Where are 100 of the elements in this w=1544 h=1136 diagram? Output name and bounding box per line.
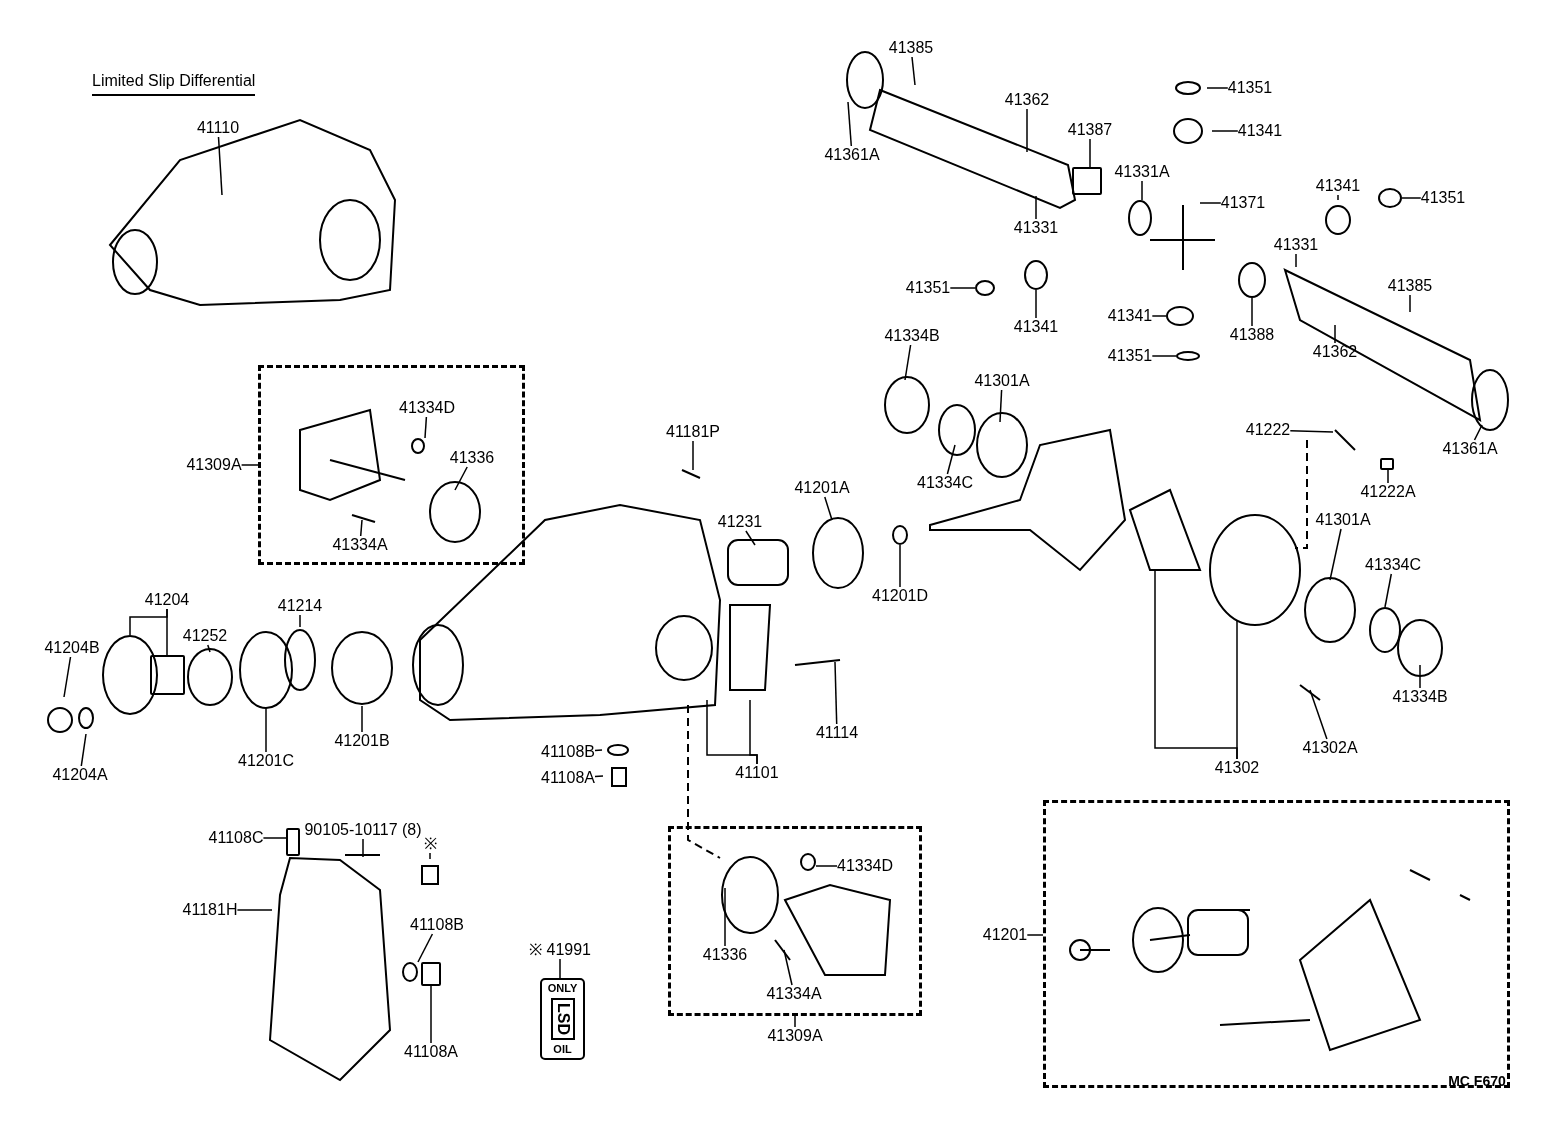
leader-line [1141, 180, 1143, 201]
leader-line [834, 661, 838, 725]
callout-number: 41334B [1392, 688, 1448, 706]
part-drawing [800, 853, 816, 871]
leader-line [1337, 194, 1339, 201]
leader-line [236, 909, 273, 911]
leader-line [794, 1015, 796, 1028]
leader-line [265, 707, 267, 753]
leader-line [911, 56, 916, 86]
callout-number: 41201B [334, 732, 390, 750]
bottle-label-text: LSD [550, 998, 575, 1040]
leader-line [1035, 195, 1037, 220]
callout-number: 90105-10117 (8) [304, 821, 422, 839]
callout-number: 41362 [1004, 91, 1050, 109]
leader-line [946, 444, 956, 475]
leader-line [1409, 294, 1411, 313]
part-drawing [411, 438, 425, 454]
callout-number: 41181H [182, 901, 238, 919]
leader-line [429, 852, 431, 860]
part-drawing [1238, 262, 1266, 298]
leader-line [1199, 202, 1222, 204]
callout-number: 41361A [824, 146, 880, 164]
leader-line [999, 389, 1003, 423]
callout-number: 41181P [666, 423, 720, 441]
callout-number: 41204B [44, 639, 100, 657]
leader-line [1089, 138, 1091, 168]
dashed-group-box [668, 826, 922, 1016]
callout-number: 41252 [182, 627, 228, 645]
leader-line [749, 699, 758, 765]
callout-number: 41201D [872, 587, 928, 605]
leader-line [1334, 324, 1336, 344]
part-drawing [286, 828, 300, 856]
leader-line [1387, 469, 1389, 484]
callout-number: 41341 [1107, 307, 1153, 325]
part-drawing [1166, 306, 1194, 326]
leader-line [1026, 934, 1044, 936]
callout-number: 41371 [1220, 194, 1266, 212]
figure-code: MC F670 [1448, 1073, 1506, 1089]
leader-line [1251, 297, 1253, 327]
leader-line [824, 496, 833, 521]
leader-line [1419, 664, 1421, 689]
leader-line [1309, 689, 1328, 740]
callout-number: 41201 [982, 926, 1028, 944]
callout-number: 41301A [1315, 511, 1371, 529]
leader-line [904, 344, 912, 381]
callout-number: 41362 [1312, 343, 1358, 361]
callout-number: 41204A [52, 766, 108, 784]
part-drawing [1024, 260, 1048, 290]
leader-line [80, 733, 87, 767]
part-drawing [402, 962, 418, 982]
callout-number: 41204 [144, 591, 190, 609]
callout-number: 41341 [1013, 318, 1059, 336]
callout-number: 41351 [1227, 79, 1273, 97]
dashed-group-box [1043, 800, 1510, 1088]
leader-line [359, 519, 363, 537]
callout-number: 41334D [837, 857, 893, 875]
callout-number: 41334B [884, 327, 940, 345]
leader-line [63, 656, 72, 698]
callout-number: 41301A [974, 372, 1030, 390]
callout-number: 41351 [905, 279, 951, 297]
callout-number: 41108B [410, 916, 464, 934]
callout-number: 41334A [766, 985, 822, 1003]
callout-number: 41302 [1214, 759, 1260, 777]
part-drawing [975, 280, 995, 296]
callout-number: 41361A [1442, 440, 1498, 458]
leader-line [724, 887, 726, 947]
callout-number: 41108C [208, 829, 264, 847]
callout-number: 41108B [541, 743, 595, 761]
callout-number: ※ 41991 [529, 941, 591, 959]
callout-number: 41334A [332, 536, 388, 554]
callout-number: 41222A [1360, 483, 1416, 501]
callout-number: 41231 [717, 513, 763, 531]
leader-line [1035, 289, 1037, 319]
leader-line [1211, 130, 1239, 132]
callout-number: 41214 [277, 597, 323, 615]
part-drawing [1378, 188, 1402, 208]
callout-number: 41334D [399, 399, 455, 417]
callout-number: 41385 [1387, 277, 1433, 295]
part-drawing [150, 655, 185, 695]
callout-number: 41334C [1365, 556, 1421, 574]
callout-number: 41336 [449, 449, 495, 467]
part-drawing [892, 525, 908, 545]
part-drawing [1380, 458, 1394, 470]
leader-line [949, 287, 976, 289]
leader-line [692, 440, 694, 471]
leader-line [1289, 429, 1334, 433]
callout-number: 41351 [1107, 347, 1153, 365]
callout-number: 41388 [1229, 326, 1275, 344]
leader-line [1236, 619, 1238, 760]
callout-number: 41108A [404, 1043, 458, 1061]
leader-line [559, 958, 561, 979]
leader-line [262, 837, 287, 839]
callout-number: 41331 [1013, 219, 1059, 237]
callout-number: 41222 [1245, 421, 1291, 439]
callout-number: 41201A [794, 479, 850, 497]
bottle-label-text: OIL [553, 1044, 572, 1055]
callout-number: ※ [423, 835, 437, 853]
leader-line [454, 466, 468, 491]
callout-number: 41302A [1302, 739, 1358, 757]
part-drawing [1176, 351, 1200, 361]
